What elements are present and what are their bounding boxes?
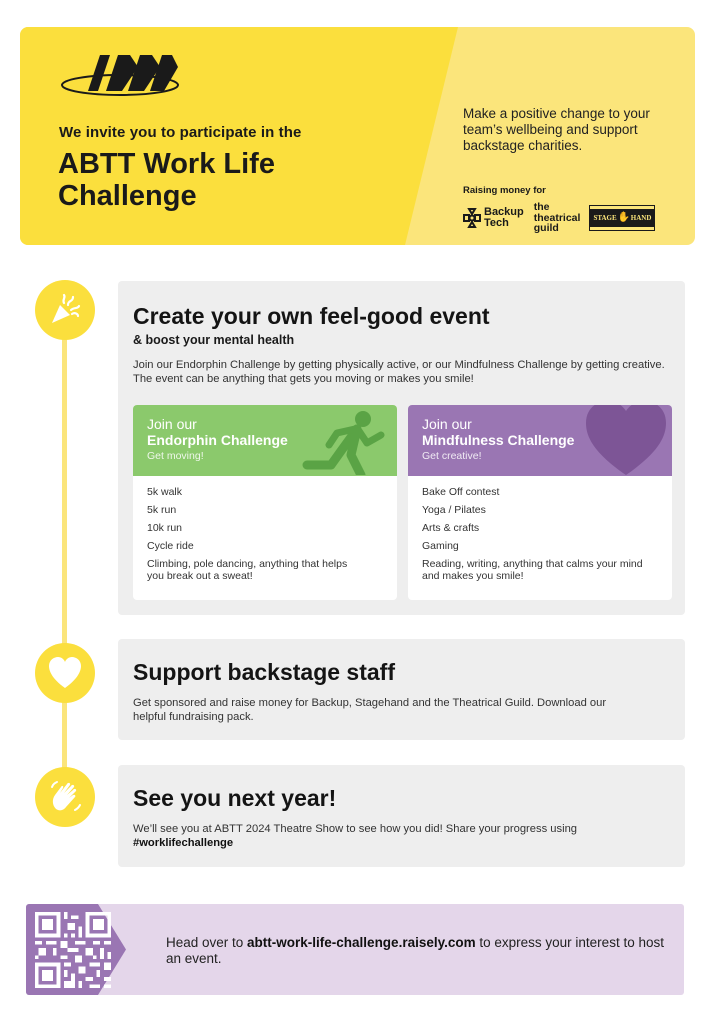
timeline-connector [62, 320, 67, 800]
waving-hand-icon [35, 767, 95, 827]
heart-icon [35, 643, 95, 703]
list-item: Gaming [422, 540, 459, 552]
step-body: Get sponsored and raise money for Backup… [133, 697, 607, 723]
cta-banner: Head over to abtt-work-life-challenge.ra… [26, 904, 684, 995]
step-body: Join our Endorphin Challenge by getting … [133, 359, 665, 385]
party-popper-icon [35, 280, 95, 340]
list-item: Bake Off contest [422, 486, 500, 498]
step-subtitle: & boost your mental health [133, 333, 295, 347]
hashtag[interactable]: #worklifechallenge [133, 836, 234, 849]
abtt-logo [61, 55, 179, 96]
step-title: Support backstage staff [133, 659, 395, 685]
qr-code-icon[interactable] [35, 912, 111, 988]
endorphin-challenge-card[interactable]: Join our Endorphin Challenge Get moving!… [133, 405, 397, 600]
step-support-staff: Support backstage staff Get sponsored an… [118, 639, 685, 740]
charity-logos: Backup Tech the theatrical guild STAGE ✋… [463, 201, 656, 234]
challenge-options: Join our Endorphin Challenge Get moving!… [133, 405, 672, 600]
list-item: Cycle ride [147, 540, 194, 552]
step-create-event: Create your own feel-good event & boost … [118, 281, 685, 615]
list-item: Climbing, pole dancing, anything that he… [147, 558, 348, 582]
invite-text: We invite you to participate in the [59, 124, 302, 141]
stagehand-logo: STAGE ✋ HAND [589, 204, 656, 231]
theatrical-guild-logo: the theatrical guild [533, 201, 581, 234]
endorphin-challenge-header: Join our Endorphin Challenge Get moving! [133, 405, 397, 476]
list-item: Arts & crafts [422, 522, 480, 534]
mindfulness-challenge-card[interactable]: Join our Mindfulness Challenge Get creat… [408, 405, 672, 600]
step-body: We’ll see you at ABTT 2024 Theatre Show … [133, 823, 678, 850]
raising-money-label: Raising money for [463, 185, 546, 196]
step-see-you-next-year: See you next year! We’ll see you at ABTT… [118, 765, 685, 867]
hero-banner: We invite you to participate in the ABTT… [20, 27, 695, 245]
list-item: Reading, writing, anything that calms yo… [422, 558, 643, 582]
list-item: Yoga / Pilates [422, 504, 486, 516]
mindfulness-activity-list: Bake Off contest Yoga / Pilates Arts & c… [408, 476, 672, 582]
cta-text: Head over to abtt-work-life-challenge.ra… [166, 935, 664, 966]
backup-tech-logo: Backup Tech [463, 207, 524, 228]
step-title: Create your own feel-good event [133, 303, 490, 329]
signup-link[interactable]: abtt-work-life-challenge.raisely.com [247, 935, 476, 950]
endorphin-activity-list: 5k walk 5k run 10k run Cycle ride Climbi… [133, 476, 397, 582]
mindfulness-challenge-header: Join our Mindfulness Challenge Get creat… [408, 405, 672, 476]
backup-cross-icon [463, 207, 481, 228]
page-title: ABTT Work Life Challenge [58, 148, 275, 212]
list-item: 10k run [147, 522, 183, 534]
list-item: 5k run [147, 504, 177, 516]
hero-yellow-panel [20, 27, 458, 245]
list-item: 5k walk [147, 486, 183, 498]
hand-icon: ✋ [617, 212, 630, 224]
step-title: See you next year! [133, 785, 337, 811]
challenge-name: Mindfulness Challenge [422, 432, 575, 448]
challenge-name: Endorphin Challenge [147, 432, 288, 448]
heart-icon [586, 405, 666, 475]
hero-tagline: Make a positive change to your team’s we… [463, 106, 650, 153]
running-person-icon [302, 411, 385, 475]
